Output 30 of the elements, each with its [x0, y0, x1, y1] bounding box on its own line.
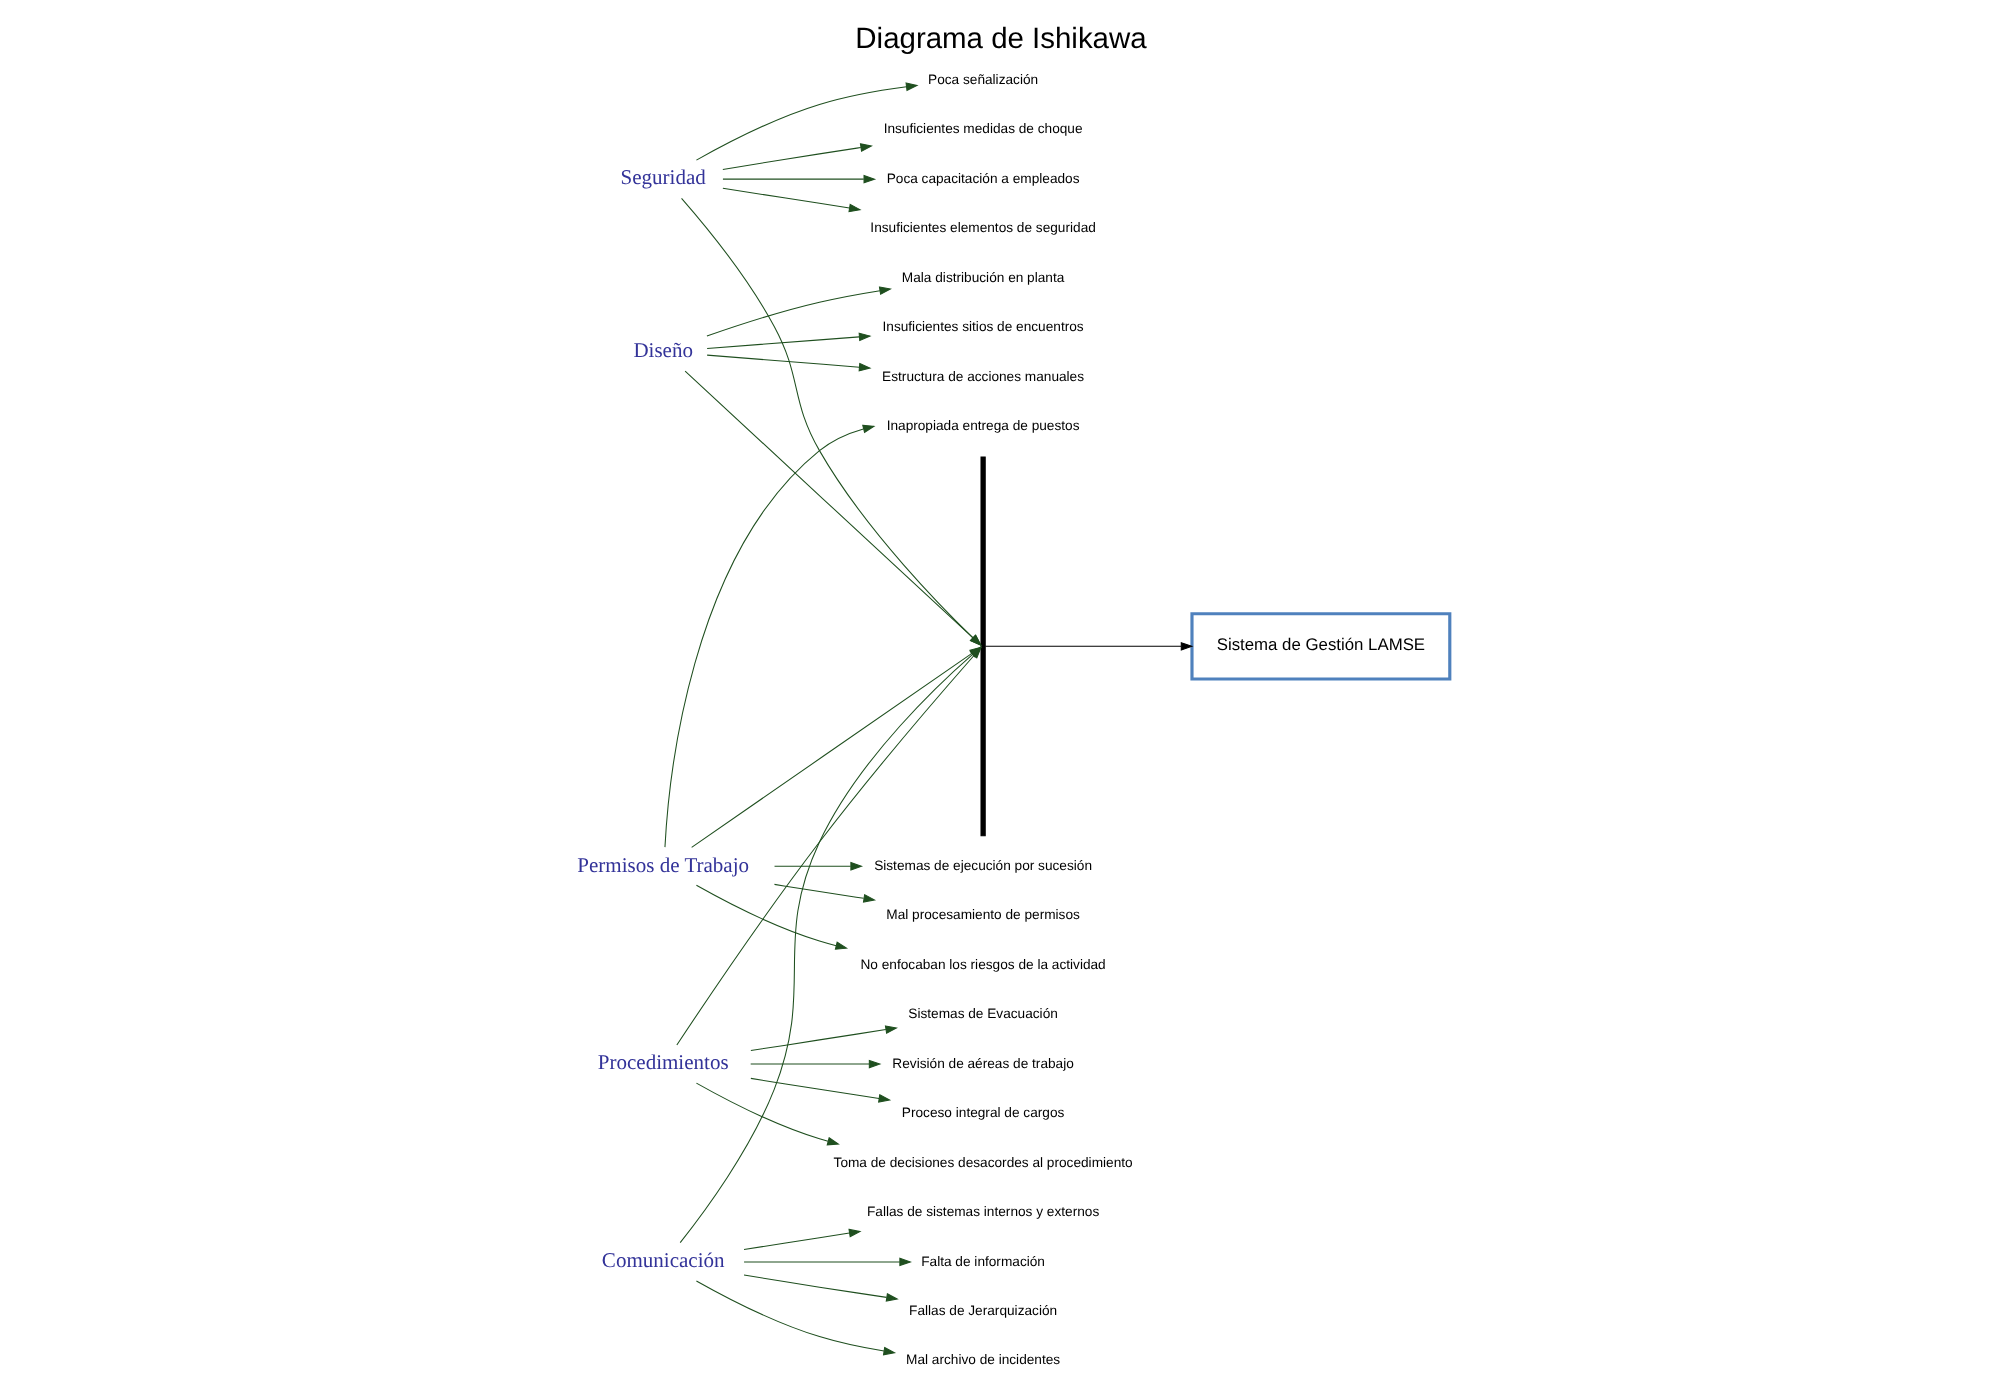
- arrow: [705, 354, 871, 372]
- arrow: [694, 82, 918, 161]
- arrow: [705, 332, 871, 349]
- arrow: [663, 424, 875, 848]
- arrow: [742, 1274, 898, 1302]
- node-text: Procedimientos: [596, 1053, 728, 1076]
- arrow: [721, 174, 876, 184]
- diagram-title: Diagrama de Ishikawa: [854, 24, 1146, 57]
- arrow: [683, 370, 981, 647]
- arrow: [721, 143, 872, 170]
- node-text: Diseño: [632, 340, 693, 363]
- arrow: [694, 884, 848, 950]
- arrow: [749, 1025, 897, 1052]
- node-text: Comunicación: [600, 1251, 724, 1274]
- arrow: [749, 1059, 881, 1069]
- arrow: [721, 187, 861, 213]
- arrow: [705, 286, 891, 337]
- arrow: [749, 1077, 891, 1103]
- arrow: [773, 861, 862, 871]
- arrow: [983, 641, 1193, 651]
- arrow: [772, 883, 876, 903]
- node-bar: [979, 456, 985, 837]
- node-box: Sistema de Gestión LAMSE: [1189, 612, 1451, 681]
- node-text: Seguridad: [619, 168, 705, 191]
- arrow: [694, 1082, 839, 1146]
- node-text: Permisos de Trabajo: [576, 855, 749, 878]
- arrow: [742, 1228, 861, 1250]
- arrow: [680, 197, 981, 647]
- arrow: [742, 1257, 911, 1267]
- arrow: [694, 1280, 896, 1356]
